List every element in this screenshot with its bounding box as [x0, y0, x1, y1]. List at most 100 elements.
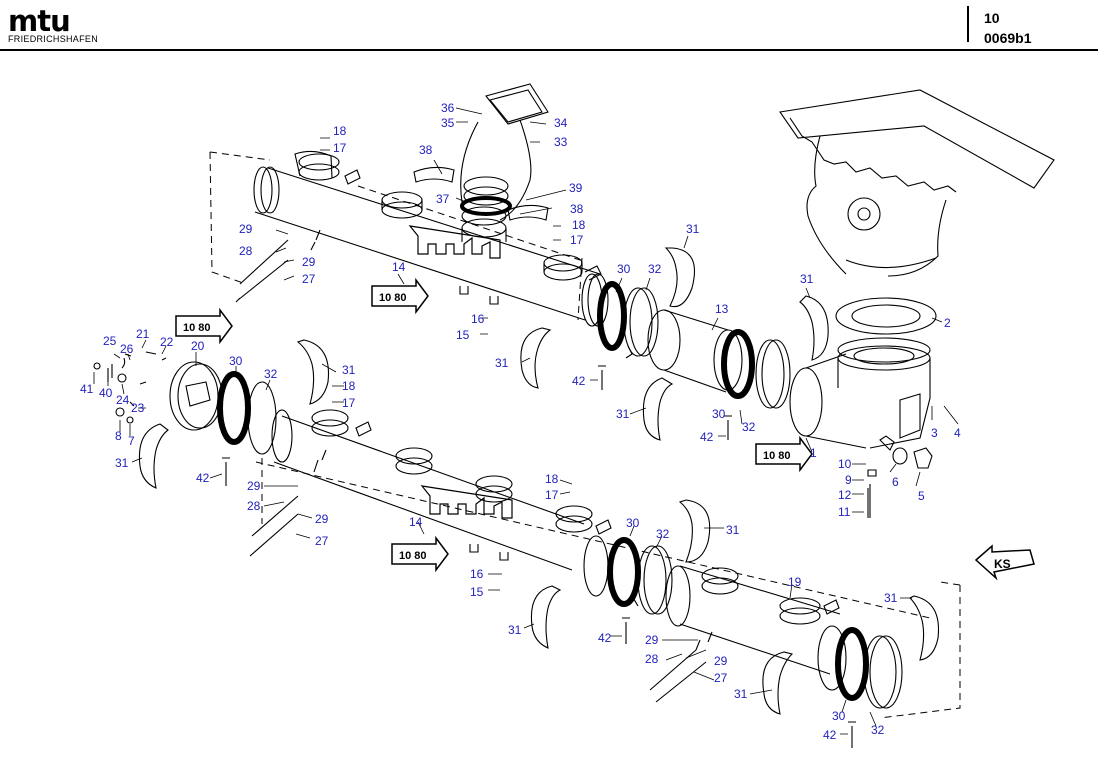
half-shell-31-left-bottom — [138, 423, 169, 489]
callout: 26 — [120, 342, 134, 356]
ks-badge-text: KS — [994, 557, 1011, 571]
callout: 2 — [944, 316, 951, 330]
half-shell-31-lower-b — [530, 585, 562, 649]
callout: 23 — [131, 401, 145, 415]
callout: 25 — [103, 334, 117, 348]
callout: 29 — [315, 512, 329, 526]
gasket-2 — [835, 297, 937, 335]
callout: 10 — [838, 457, 852, 471]
callout: 18 — [572, 218, 586, 232]
callout: 17 — [333, 141, 347, 155]
callout: 30 — [626, 516, 640, 530]
callout: 29 — [714, 654, 728, 668]
callout: 31 — [115, 456, 129, 470]
ref-arrow-lower-text: 10 80 — [399, 550, 427, 562]
callout: 34 — [554, 116, 568, 130]
end-cover-20 — [169, 361, 223, 431]
callout: 7 — [128, 434, 135, 448]
lower-manifold-pipe-end — [665, 565, 903, 709]
callout: 5 — [918, 489, 925, 503]
callout: 16 — [471, 312, 485, 326]
half-shell-31-lower-a — [678, 499, 711, 563]
callout: 16 — [470, 567, 484, 581]
callout: 31 — [686, 222, 700, 236]
half-shell-31-lower-left — [762, 651, 794, 715]
callout: 15 — [470, 585, 484, 599]
callout: 31 — [884, 591, 898, 605]
turbine-housing-1 — [789, 337, 931, 451]
half-clamp-38-right — [507, 204, 549, 221]
header-divider — [967, 6, 969, 42]
callout: 24 — [116, 393, 130, 407]
callout: 18 — [545, 472, 559, 486]
ref-arrow-right-text: 10 80 — [763, 450, 791, 462]
callout: 30 — [229, 354, 243, 368]
embossed-mtu-logo-lower — [420, 485, 513, 519]
callout: 19 — [788, 575, 802, 589]
callout: 42 — [823, 728, 837, 742]
callout: 38 — [419, 143, 433, 157]
callout: 31 — [508, 623, 522, 637]
drawing-number: 0069b1 — [984, 30, 1032, 46]
callout: 29 — [302, 255, 316, 269]
callout: 37 — [436, 192, 450, 206]
half-clamp-38-left — [413, 166, 455, 183]
upper-manifold-pipe — [253, 150, 609, 327]
compensator-13 — [647, 309, 791, 409]
callout: 36 — [441, 101, 455, 115]
brand-subtitle: FRIEDRICHSHAFEN — [8, 34, 99, 44]
callout: 30 — [712, 407, 726, 421]
callout: 4 — [954, 426, 961, 440]
ref-arrow-right: 10 80 — [755, 435, 813, 473]
callout: 18 — [342, 379, 356, 393]
exhaust-elbow-33 — [460, 83, 549, 242]
callout: 32 — [648, 262, 662, 276]
callout: 28 — [247, 499, 261, 513]
v-band-32-left — [247, 381, 277, 455]
drawing-reference: 10 0069b1 — [984, 8, 1031, 48]
ks-badge: KS — [974, 544, 1035, 581]
callout: 42 — [572, 374, 586, 388]
callout: 29 — [645, 633, 659, 647]
turbocharger-outlet-funnel — [779, 89, 1055, 277]
ref-arrow-upper: 10 80 — [371, 277, 429, 315]
callout: 31 — [726, 523, 740, 537]
callout: 32 — [656, 527, 670, 541]
callout: 29 — [247, 479, 261, 493]
callout-leaders — [93, 107, 959, 735]
lower-v-band-clamp-30-32 — [607, 537, 673, 615]
callout: 40 — [99, 386, 113, 400]
callout: 31 — [616, 407, 630, 421]
callout: 3 — [931, 426, 938, 440]
callout: 27 — [714, 671, 728, 685]
callout: 31 — [342, 363, 356, 377]
callout: 30 — [617, 262, 631, 276]
callout: 31 — [800, 272, 814, 286]
callout: 17 — [545, 488, 559, 502]
callout: 12 — [838, 488, 852, 502]
callout: 31 — [495, 356, 509, 370]
callout: 39 — [569, 181, 583, 195]
seal-ring-39 — [460, 196, 512, 216]
callout: 17 — [570, 233, 584, 247]
ref-arrow-lower: 10 80 — [391, 535, 449, 573]
callout: 20 — [191, 339, 205, 353]
half-shell-31-upper-b — [520, 327, 552, 389]
callout: 35 — [441, 116, 455, 130]
callout: 32 — [871, 723, 885, 737]
seal-ring-6 — [892, 447, 908, 465]
upper-v-band-clamp-30-32 — [597, 281, 659, 359]
callout: 21 — [136, 327, 150, 341]
callout: 27 — [315, 534, 329, 548]
callout: 29 — [239, 222, 253, 236]
callout: 6 — [892, 475, 899, 489]
callout: 8 — [115, 429, 122, 443]
callout: 42 — [196, 471, 210, 485]
callout: 32 — [742, 420, 756, 434]
part-callouts: 36 35 34 33 18 17 38 37 39 38 18 17 29 2… — [80, 101, 961, 742]
callout: 32 — [264, 367, 278, 381]
callout: 17 — [342, 396, 356, 410]
bolts-and-studs — [222, 239, 869, 748]
assembly-dashed-outline — [209, 151, 961, 719]
